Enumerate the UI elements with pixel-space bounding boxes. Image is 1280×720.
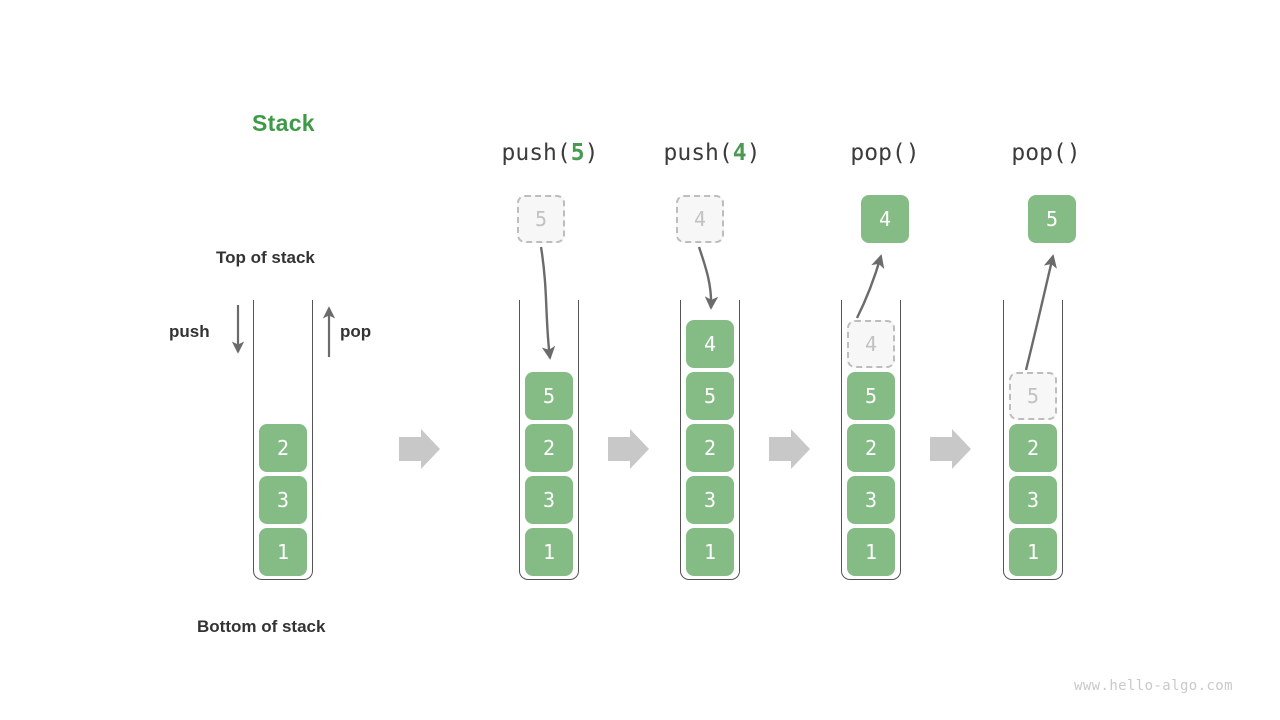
stack-element: 3 [525, 476, 573, 524]
op-header-text: push( [501, 140, 571, 166]
stack-container-push-4 [680, 300, 740, 580]
stack-container-initial [253, 300, 313, 580]
pop-label: pop [340, 322, 372, 341]
stack-element: 2 [1009, 424, 1057, 472]
stack-element: 5 [525, 372, 573, 420]
floating-element-push-4: 4 [676, 195, 724, 243]
stack-element: 5 [686, 372, 734, 420]
top-of-stack-label: Top of stack [216, 248, 315, 267]
op-header-suffix: ) [584, 140, 599, 166]
stack-element: 2 [686, 424, 734, 472]
stack-element: 2 [847, 424, 895, 472]
op-header-text: pop() [850, 140, 920, 166]
stack-element: 2 [525, 424, 573, 472]
op-header-text: pop() [1011, 140, 1081, 166]
stack-container-pop-4 [841, 300, 901, 580]
op-header-pop-4: pop() [805, 140, 965, 166]
op-header-text: push( [663, 140, 733, 166]
stack-container-push-5 [519, 300, 579, 580]
op-header-arg: 4 [732, 140, 747, 166]
op-header-pop-5: pop() [966, 140, 1126, 166]
stack-element: 1 [525, 528, 573, 576]
floating-element-pop-4: 4 [861, 195, 909, 243]
stack-container-pop-5 [1003, 300, 1063, 580]
op-header-suffix: ) [746, 140, 761, 166]
push-label: push [169, 322, 210, 341]
stack-element: 3 [1009, 476, 1057, 524]
flow-arrow-icon [769, 429, 810, 469]
flow-arrow-icon [930, 429, 971, 469]
op-header-arg: 5 [570, 140, 585, 166]
page-title: Stack [252, 110, 315, 136]
floating-element-push-5: 5 [517, 195, 565, 243]
flow-arrow-icon [399, 429, 440, 469]
stack-element-ghost: 4 [847, 320, 895, 368]
stack-element: 1 [686, 528, 734, 576]
stack-element-ghost: 5 [1009, 372, 1057, 420]
bottom-of-stack-label: Bottom of stack [197, 617, 326, 636]
stack-element: 1 [259, 528, 307, 576]
floating-element-pop-5: 5 [1028, 195, 1076, 243]
watermark: www.hello-algo.com [1074, 678, 1233, 694]
stack-element: 3 [259, 476, 307, 524]
stack-element: 3 [847, 476, 895, 524]
stack-element: 2 [259, 424, 307, 472]
stack-element: 5 [847, 372, 895, 420]
stack-element: 4 [686, 320, 734, 368]
stack-element: 1 [1009, 528, 1057, 576]
motion-arrow-push-4 [697, 246, 719, 310]
flow-arrow-icon [608, 429, 649, 469]
op-header-push-5: push(5) [470, 140, 630, 166]
stack-element: 1 [847, 528, 895, 576]
op-header-push-4: push(4) [632, 140, 792, 166]
stack-element: 3 [686, 476, 734, 524]
